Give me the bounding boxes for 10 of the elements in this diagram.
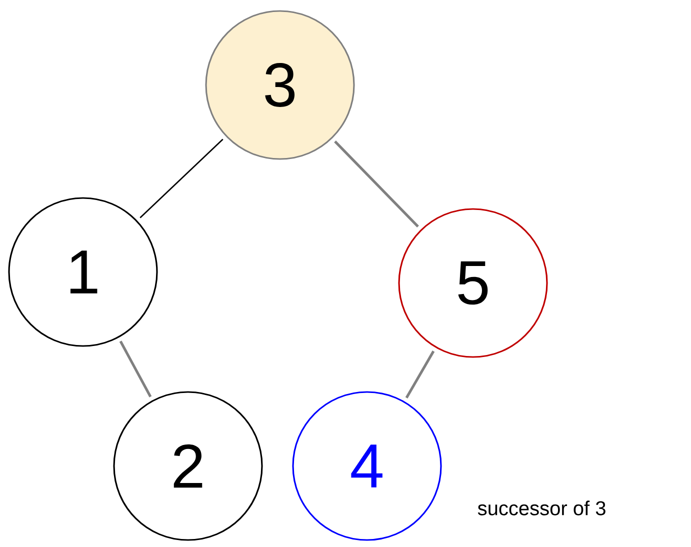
circle-node: 5 — [398, 208, 548, 358]
circle-node: 1 — [8, 197, 158, 347]
connector-line — [119, 340, 152, 398]
connector-line — [140, 138, 224, 218]
connector-line — [405, 350, 435, 398]
connector-line — [334, 140, 419, 228]
caption-text: successor of 3 — [478, 500, 606, 516]
circle-node: 3 — [205, 10, 355, 160]
circle-node: 4 — [292, 391, 442, 541]
circle-node: 2 — [113, 391, 263, 541]
